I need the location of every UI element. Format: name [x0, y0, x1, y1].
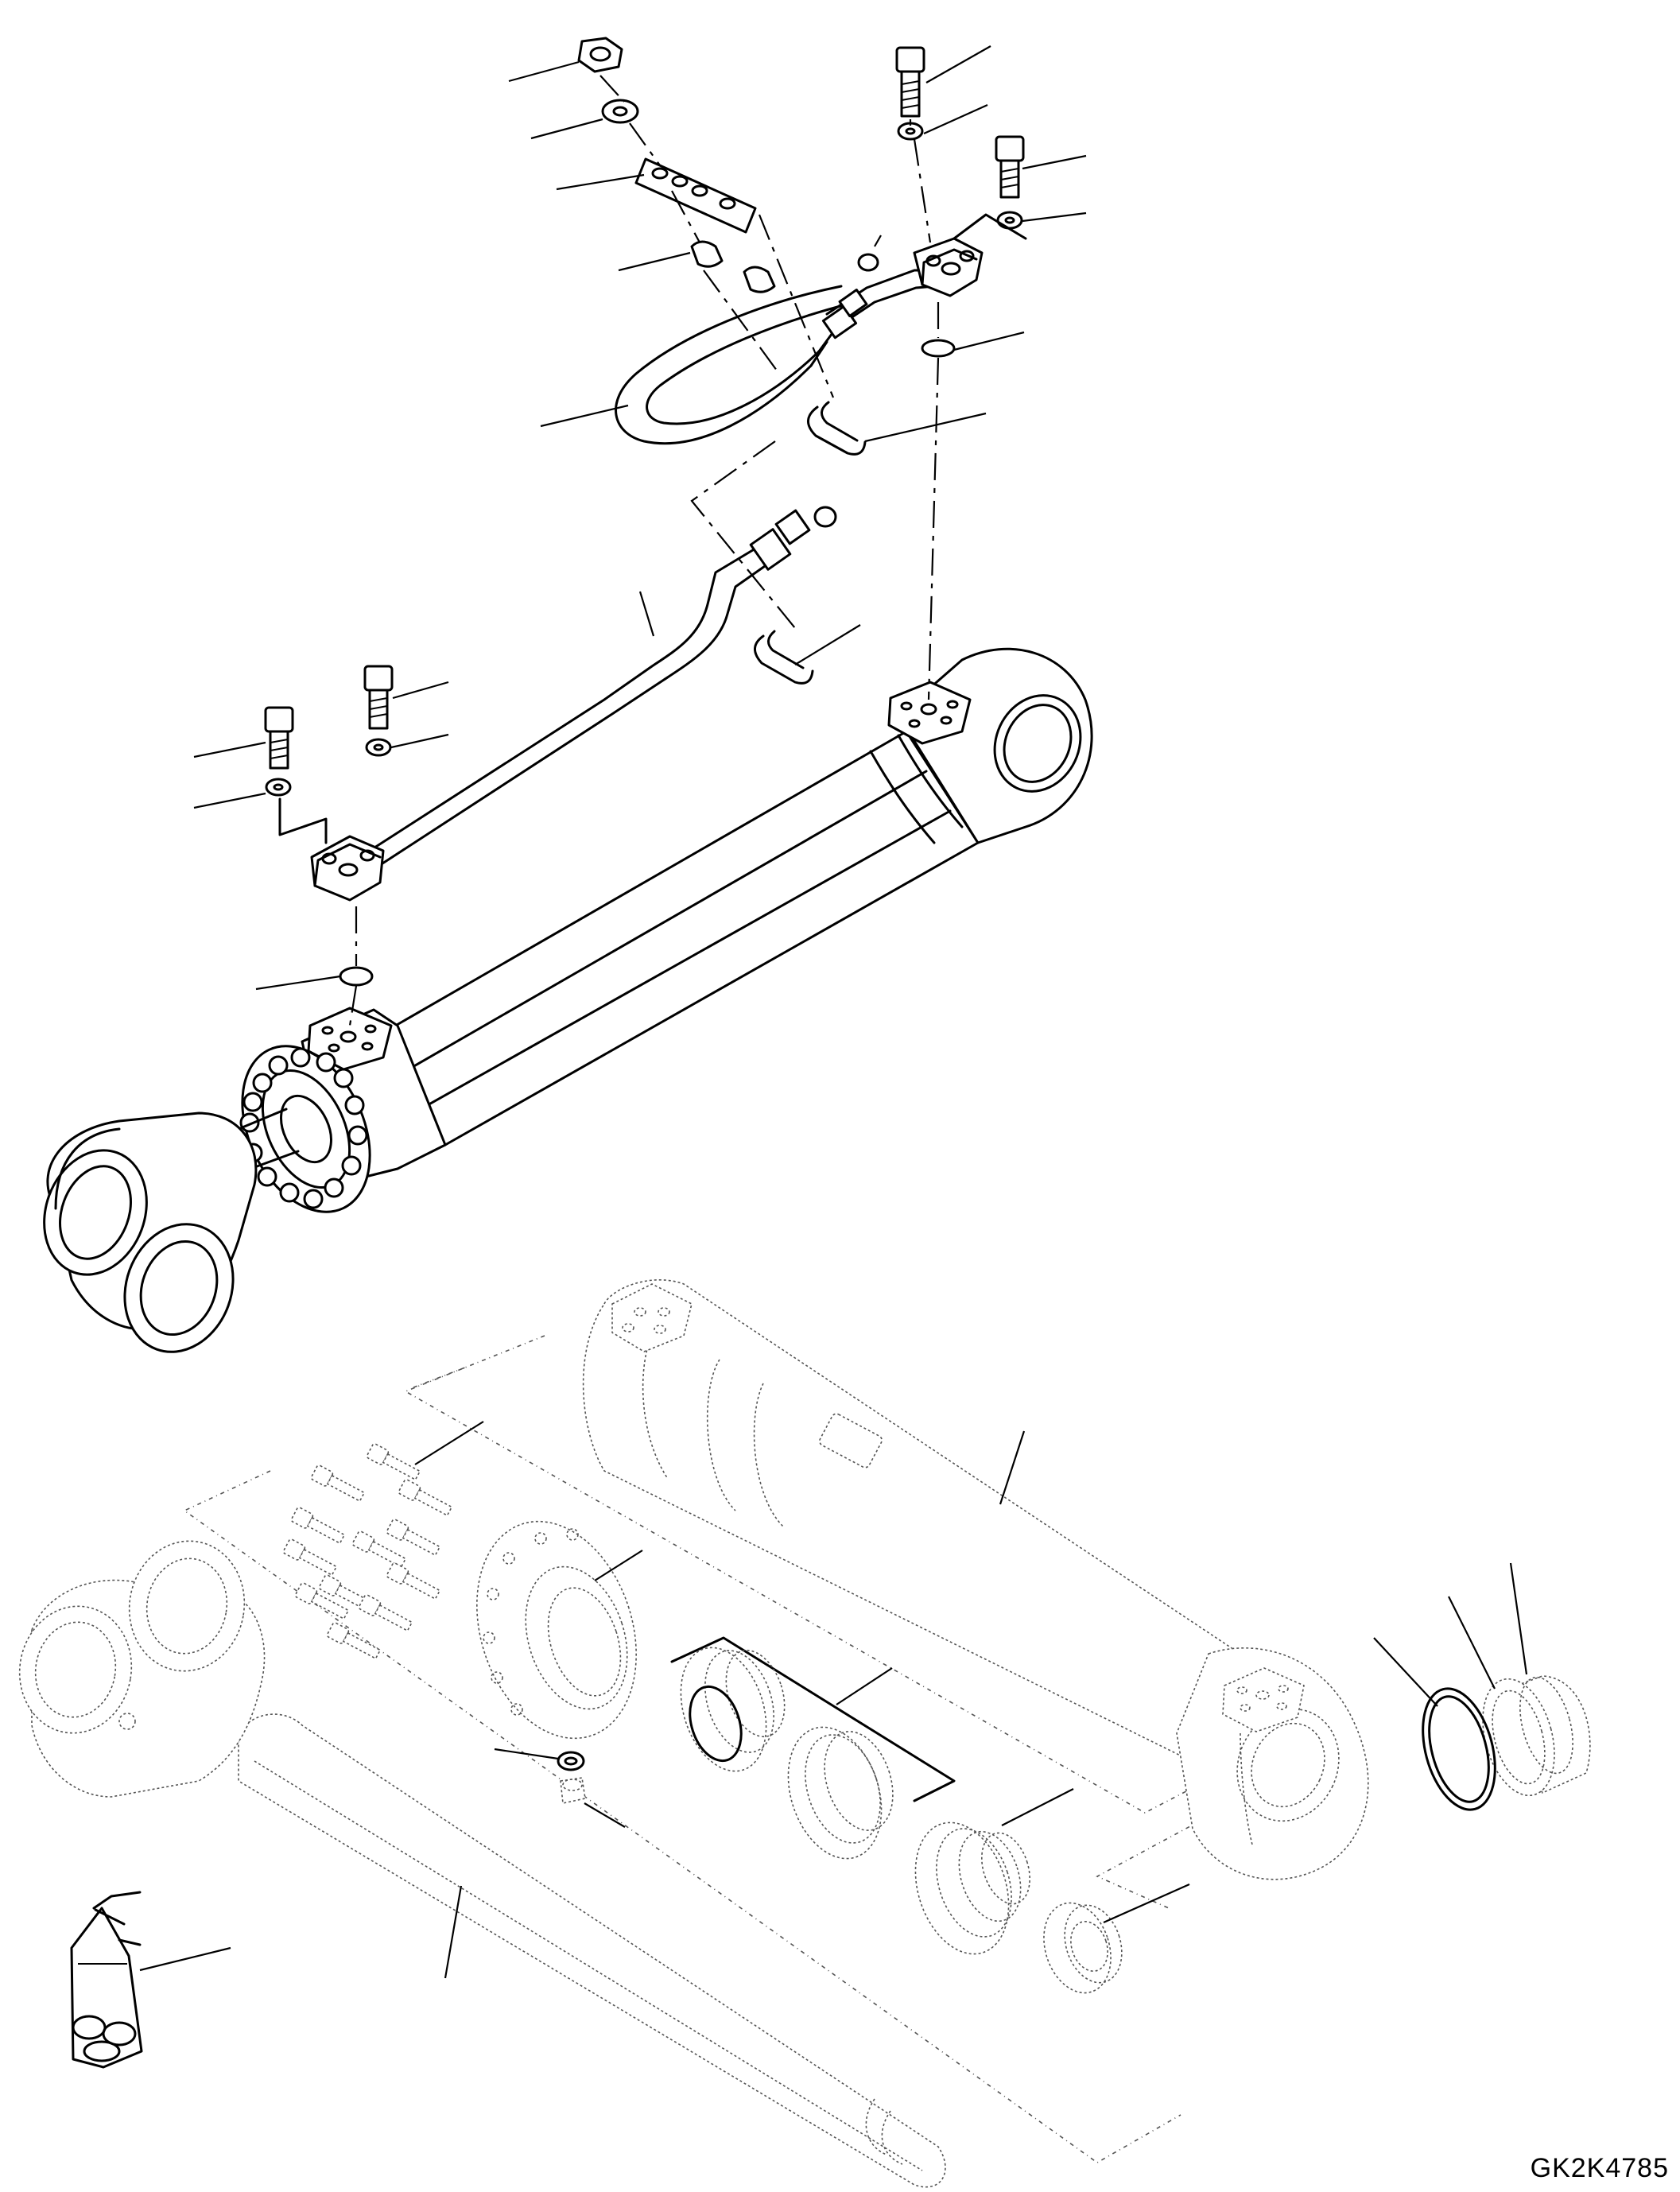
bolt-part [363, 665, 394, 730]
cylinder-tube-part [582, 1279, 1369, 1880]
u-hose-part [615, 285, 851, 445]
hose-assembly [264, 37, 1025, 987]
piston-ring-part [787, 1726, 894, 1860]
hex-nut-part [577, 37, 623, 73]
cylinder-head-part [476, 1520, 637, 1740]
lower-flange-block-part [310, 835, 385, 902]
seal-group-bracket [670, 1636, 956, 1802]
leader-lines-upper [193, 45, 1087, 991]
seal-kit-bag-icon [70, 1891, 143, 2069]
plug-part [557, 1751, 586, 1804]
clamp-plate-part [634, 157, 757, 234]
piston-rod-part [18, 1540, 946, 2188]
bolt-part [264, 706, 294, 770]
bushing-part [1482, 1675, 1591, 1797]
washer-part [601, 99, 639, 124]
washer-part [265, 778, 292, 797]
piston-rod-clevis [43, 1108, 300, 1353]
exploded-cylinder-parts [18, 1279, 1591, 2188]
washer-part [996, 211, 1023, 230]
leader-lines-lower [139, 1421, 1528, 1979]
o-ring-part [921, 339, 956, 358]
dust-seal-part [1422, 1687, 1496, 1811]
hose-clip-part [807, 401, 867, 456]
head-bolts-part [282, 1443, 453, 1660]
hose-clip-part [754, 630, 814, 685]
cylinder-eye-end [887, 647, 1093, 844]
washer-part [365, 738, 392, 757]
rod-seal-part [680, 1647, 786, 1772]
drawing-code: GK2K4785 [1530, 2153, 1669, 2183]
alignment-lines-upper [278, 75, 1027, 1026]
bolt-part [895, 46, 925, 118]
bolt-part [995, 135, 1025, 199]
upper-tube-part [821, 269, 938, 339]
o-ring-part [813, 506, 837, 528]
nut-part [1043, 1902, 1123, 1994]
cylinder-head-end [239, 1007, 447, 1213]
lower-tube-part [371, 509, 811, 867]
clamp-block-part [690, 240, 776, 293]
o-ring-part [857, 253, 879, 272]
piston-part [914, 1821, 1030, 1955]
o-ring-part [339, 966, 374, 987]
assembled-cylinder [43, 647, 1093, 1353]
